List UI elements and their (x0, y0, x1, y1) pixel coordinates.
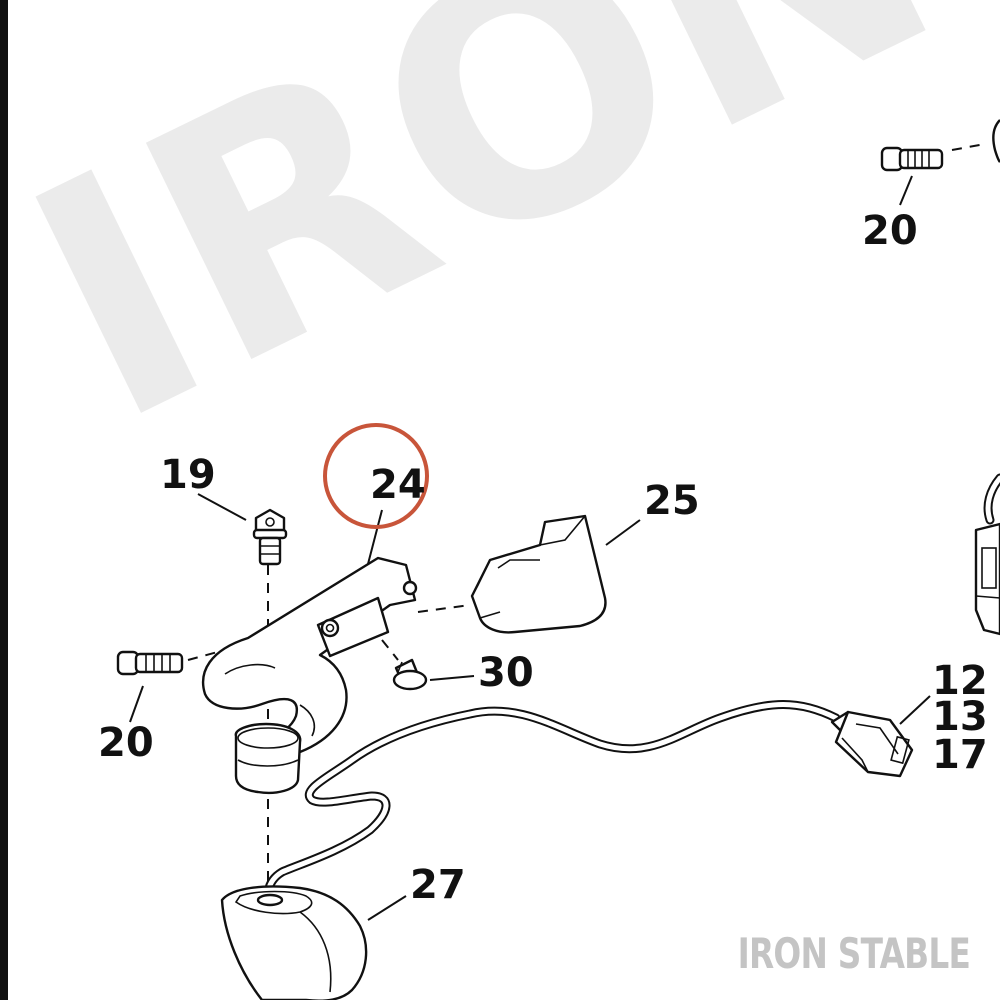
leader-25 (605, 519, 641, 546)
assembly-axis-lens (417, 604, 471, 613)
lamp-27 (220, 885, 368, 1000)
leader-19 (197, 493, 247, 521)
connector-12-13-17 (830, 710, 914, 778)
callout-30: 30 (478, 650, 534, 696)
connector-right-edge (974, 473, 1000, 636)
callout-12: 12 (932, 658, 988, 704)
callout-24: 24 (370, 462, 426, 508)
lens-cover-25 (470, 514, 607, 634)
bolt-20-top (880, 119, 1000, 172)
leader-12-13-17 (899, 695, 931, 725)
leader-24 (367, 509, 383, 565)
callout-19: 19 (160, 452, 216, 498)
callout-20-top: 20 (862, 208, 918, 254)
callout-25: 25 (644, 478, 700, 524)
wire-harness (263, 700, 841, 901)
highlight-circle-24 (323, 423, 429, 529)
callout-13: 13 (932, 694, 988, 740)
leader-20-top (899, 175, 913, 206)
watermark: IRON (0, 0, 987, 496)
leader-20-left (129, 685, 144, 723)
brand-watermark: IRON STABLE (737, 929, 971, 978)
bolt-19 (252, 508, 288, 566)
callout-20-left: 20 (98, 720, 154, 766)
callout-27: 27 (410, 862, 466, 908)
leader-30 (429, 675, 475, 681)
push-pin-30 (392, 658, 428, 691)
left-border-bar (0, 0, 8, 1000)
watermark-text: IRON (0, 0, 987, 496)
callout-17: 17 (932, 732, 988, 778)
bolt-20-left (116, 650, 184, 676)
assembly-axis-pin (381, 639, 399, 661)
leader-27 (367, 895, 407, 921)
bracket-24 (201, 556, 418, 794)
